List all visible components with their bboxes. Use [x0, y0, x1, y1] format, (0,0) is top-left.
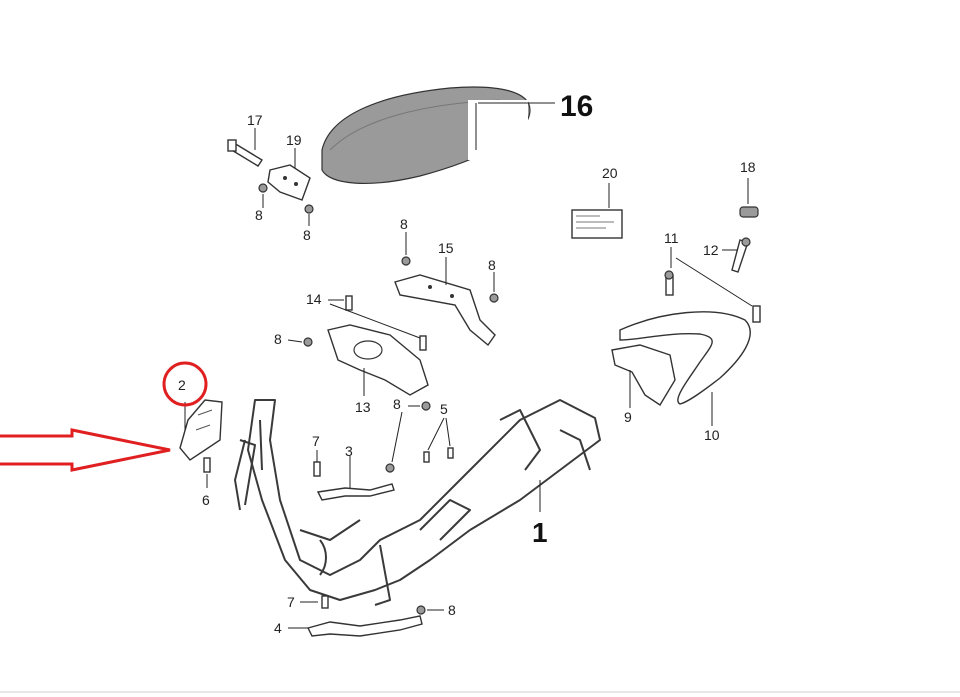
bolt-7b	[321, 595, 329, 609]
bolt-6	[203, 457, 211, 473]
seat-part	[321, 86, 555, 184]
callout-15: 15	[438, 240, 454, 256]
nut-8c	[401, 256, 411, 266]
main-frame-1	[234, 399, 601, 606]
callout-7b: 7	[287, 594, 295, 610]
bracket-4	[306, 615, 423, 637]
nut-8-top	[421, 401, 431, 411]
nut-8e	[303, 337, 313, 347]
callout-9: 9	[624, 409, 632, 425]
callout-1: 1	[532, 517, 548, 548]
bracket-9	[611, 344, 676, 406]
callout-3: 3	[345, 443, 353, 459]
callout-14: 14	[306, 291, 322, 307]
pointer-arrow-icon	[0, 428, 171, 472]
bolt-14b	[419, 335, 427, 351]
callout-5: 5	[440, 401, 448, 417]
bracket-13	[327, 324, 429, 396]
nut-8d	[489, 293, 499, 303]
bolt-11b	[752, 305, 761, 323]
callout-8a: 8	[255, 207, 263, 223]
callout-8c: 8	[400, 216, 408, 232]
label-sticker-20	[571, 209, 623, 239]
callout-10: 10	[704, 427, 720, 443]
callout-8f: 8	[393, 396, 401, 412]
cover-10	[619, 311, 751, 405]
callout-8d: 8	[488, 257, 496, 273]
callout-18: 18	[740, 159, 756, 175]
callout-8e: 8	[274, 331, 282, 347]
callout-13: 13	[355, 399, 371, 415]
bolt-12	[731, 237, 751, 273]
nut-8g	[416, 605, 426, 615]
bracket-15	[394, 274, 496, 347]
nut-8b	[304, 204, 314, 214]
cap-18	[739, 206, 759, 218]
highlight-circle	[162, 361, 208, 407]
bracket-3	[316, 483, 395, 501]
bolt-14a	[345, 295, 353, 311]
bolt-17	[227, 139, 263, 167]
callout-17: 17	[247, 112, 263, 128]
callout-19: 19	[286, 132, 302, 148]
callout-8g: 8	[448, 602, 456, 618]
screw-5a	[423, 451, 430, 463]
callout-12: 12	[703, 242, 719, 258]
bracket-19	[267, 164, 311, 201]
callout-6: 6	[202, 492, 210, 508]
callout-11: 11	[664, 230, 679, 246]
callout-2: 2	[178, 377, 186, 393]
callout-20: 20	[602, 165, 618, 181]
callout-4: 4	[274, 620, 282, 636]
bolt-11	[664, 270, 674, 296]
callout-7a: 7	[312, 433, 320, 449]
nut-8f	[385, 463, 395, 473]
callout-16: 16	[560, 90, 593, 123]
nut-8a	[258, 183, 268, 193]
bolt-7a	[313, 461, 321, 477]
bracket-2	[179, 399, 223, 461]
screw-5b	[447, 447, 454, 459]
callout-8b: 8	[303, 227, 311, 243]
